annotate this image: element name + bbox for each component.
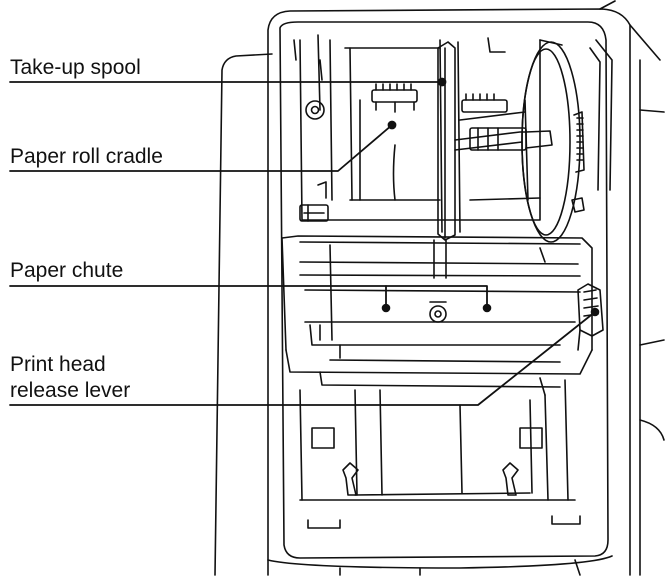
label-print-head-line1: Print head [10, 353, 106, 376]
label-print-head-release-lever: Print head release lever [10, 352, 130, 404]
takeup-spool-gear [371, 83, 418, 113]
label-takeup-spool: Take-up spool [10, 56, 141, 79]
lower-compartment [299, 379, 576, 501]
label-paper-roll-cradle: Paper roll cradle [10, 145, 163, 168]
label-paper-chute: Paper chute [10, 259, 124, 282]
label-print-head-line2: release lever [10, 379, 131, 402]
release-lever [577, 283, 604, 351]
paper-chute-unit [281, 235, 593, 396]
leader-lines [9, 77, 596, 406]
paper-roll-holder [437, 41, 585, 243]
roll-chamber [293, 34, 613, 233]
printer-housing [214, 0, 665, 576]
